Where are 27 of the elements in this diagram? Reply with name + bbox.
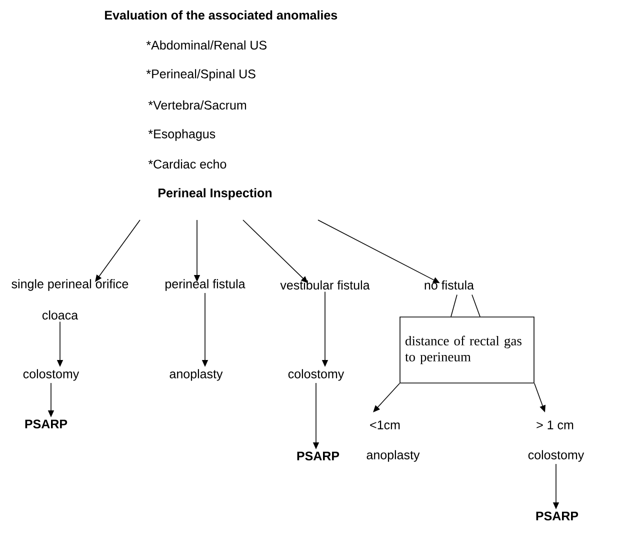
heading: Evaluation of the associated anomalies bbox=[105, 10, 338, 20]
step-label: no fistula bbox=[424, 280, 474, 290]
step-label: > 1 cm bbox=[536, 420, 574, 430]
connector-line bbox=[450, 294, 458, 317]
bold-label: Perineal Inspection bbox=[158, 188, 272, 200]
text-box: distance of rectal gas to perineum bbox=[400, 316, 534, 384]
list-item: *Vertebra/Sacrum bbox=[148, 100, 246, 110]
step-label: vestibular fistula bbox=[280, 280, 370, 290]
step-label: colostomy bbox=[528, 450, 584, 462]
step-label: anoplasty bbox=[366, 450, 420, 462]
bold-label: PSARP bbox=[297, 452, 340, 460]
list-item: *Abdominal/Renal US bbox=[146, 40, 266, 50]
arrow bbox=[95, 220, 140, 282]
step-label: anoplasty bbox=[170, 369, 223, 381]
list-item: *Esophagus bbox=[148, 129, 216, 141]
arrow bbox=[373, 383, 400, 412]
step-label: single perineal orifice bbox=[12, 279, 128, 291]
bold-label: PSARP bbox=[25, 420, 68, 428]
step-label: colostomy bbox=[23, 369, 80, 381]
bold-label: PSARP bbox=[536, 512, 578, 520]
connector-line bbox=[472, 294, 480, 317]
step-label: perineal fistula bbox=[166, 279, 246, 291]
step-label: cloaca bbox=[42, 310, 78, 320]
step-label: <1cm bbox=[370, 420, 400, 430]
list-item: *Cardiac echo bbox=[148, 159, 226, 169]
list-item: *Perineal/Spinal US bbox=[146, 69, 256, 81]
step-label: colostomy bbox=[288, 369, 344, 381]
